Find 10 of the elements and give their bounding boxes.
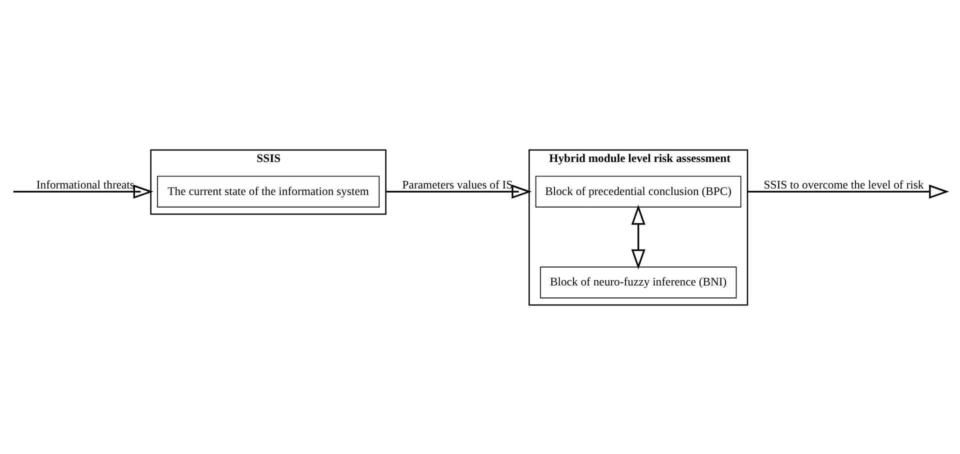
arrow	[386, 184, 532, 198]
node-box: Block of precedential conclusion (BPC)	[535, 175, 742, 207]
node-box: Block of neuro-fuzzy inference (BNI)	[540, 266, 737, 298]
node-box: The current state of the information system	[157, 175, 380, 207]
arrow	[631, 204, 646, 269]
edge-label: Informational threats	[36, 178, 134, 191]
arrow	[748, 184, 950, 198]
arrow	[13, 184, 154, 198]
edge-label: Parameters values of IS	[402, 178, 513, 191]
edge-label: SSIS to overcome the level of risk	[764, 178, 924, 191]
